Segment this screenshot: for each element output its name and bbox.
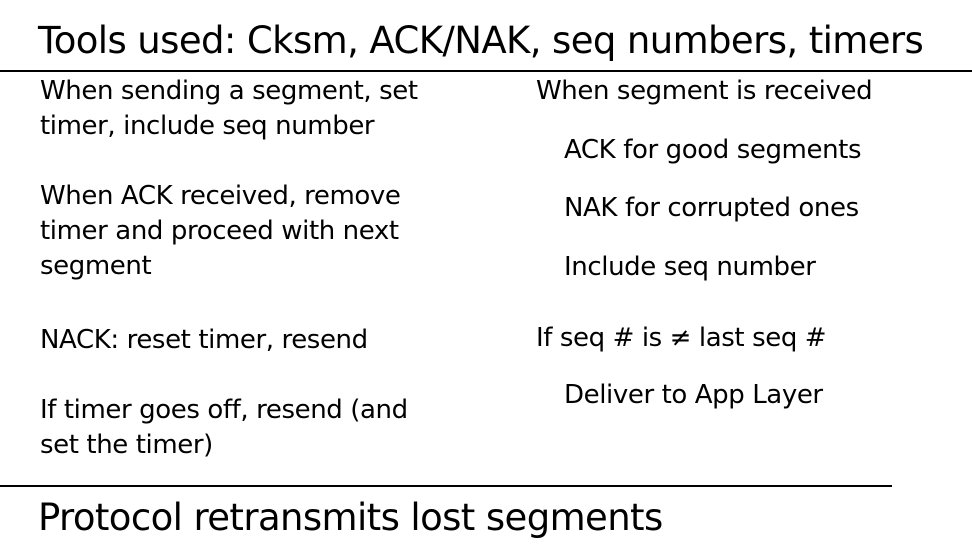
right-item-include-seq: Include seq number <box>564 252 816 282</box>
left-item-line: segment <box>40 251 152 281</box>
left-item-line: NACK: reset timer, resend <box>40 325 368 355</box>
left-item-line: When ACK received, remove <box>40 181 401 211</box>
right-item-deliver: Deliver to App Layer <box>564 380 823 410</box>
left-item-nack: NACK: reset timer, resend <box>40 323 368 358</box>
left-item-line: timer, include seq number <box>40 111 375 141</box>
left-item-timer: If timer goes off, resend (and set the t… <box>40 393 408 463</box>
top-divider <box>0 70 972 72</box>
bottom-divider <box>0 485 892 487</box>
left-item-line: If timer goes off, resend (and <box>40 395 408 425</box>
left-item-line: When sending a segment, set <box>40 76 418 106</box>
slide-title: Tools used: Cksm, ACK/NAK, seq numbers, … <box>38 19 924 62</box>
left-item-ack-received: When ACK received, remove timer and proc… <box>40 179 401 284</box>
right-item-nak-corrupted: NAK for corrupted ones <box>564 193 859 223</box>
left-item-sending: When sending a segment, set timer, inclu… <box>40 74 418 144</box>
left-item-line: timer and proceed with next <box>40 216 399 246</box>
right-item-ack-good: ACK for good segments <box>564 135 862 165</box>
right-item-segment-received: When segment is received <box>536 76 873 106</box>
slide-footer: Protocol retransmits lost segments <box>38 496 663 539</box>
left-item-line: set the timer) <box>40 430 213 460</box>
right-item-seq-check: If seq # is ≠ last seq # <box>536 323 827 353</box>
